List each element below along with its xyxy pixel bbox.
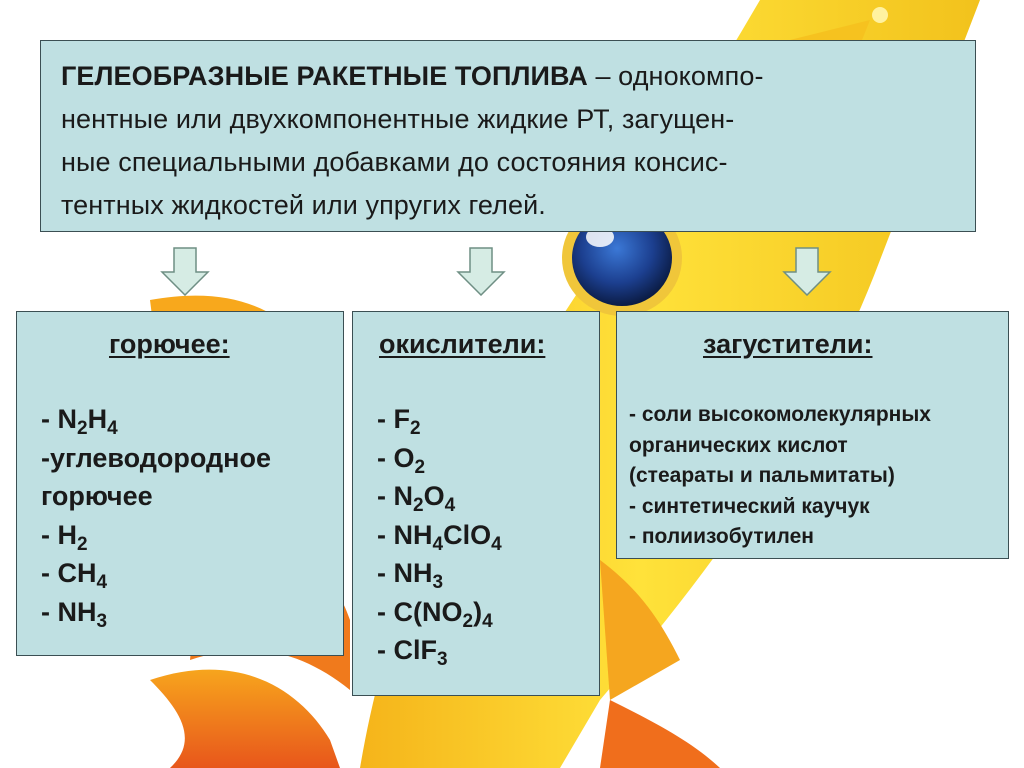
formula-text: - ClF — [377, 635, 437, 665]
list-item: - N2O4 — [377, 477, 599, 516]
list-item: - NH4ClO4 — [377, 516, 599, 555]
formula-text: ClO — [443, 519, 492, 550]
down-arrow-icon — [782, 247, 832, 296]
definition-line-3: ные специальными добавками до состояния … — [61, 147, 728, 177]
list-item: - NH3 — [41, 593, 343, 632]
formula-subscript: 2 — [414, 456, 426, 478]
formula-text: органических кислот — [629, 433, 848, 457]
formula-text: H — [87, 404, 108, 434]
formula-text: O — [423, 481, 445, 511]
thickeners-title: загустители: — [703, 329, 873, 359]
formula-subscript: 2 — [413, 495, 424, 516]
list-item: органических кислот — [629, 431, 1008, 462]
formula-text: - синтетический каучук — [629, 494, 870, 518]
formula-text: - соли высокомолекулярных — [629, 403, 931, 426]
oxidizers-list: - F2- O2- N2O4- NH4ClO4- NH3- C(NO2)4- C… — [377, 400, 599, 670]
formula-text: - CH — [41, 558, 97, 588]
list-item: -углеводородное — [41, 439, 343, 478]
definition-line-2: нентные или двухкомпонентные жидкие РТ, … — [61, 104, 735, 134]
formula-text: -углеводородное — [41, 442, 271, 473]
formula-subscript: 4 — [107, 418, 118, 439]
thickeners-box: загустители: - соли высокомолекулярных ор… — [616, 311, 1009, 559]
list-item: - соли высокомолекулярных — [629, 400, 1008, 431]
formula-subscript: 2 — [410, 418, 421, 439]
formula-text: - N — [377, 481, 413, 511]
list-item: (стеараты и пальмитаты) — [629, 461, 1008, 492]
formula-text: (стеараты и пальмитаты) — [629, 464, 895, 487]
formula-subscript: 3 — [437, 649, 448, 670]
formula-text: - NH — [377, 519, 433, 550]
fuel-title: горючее: — [109, 329, 230, 359]
formula-subscript: 4 — [432, 533, 444, 555]
list-item: - синтетический каучук — [629, 492, 1008, 523]
formula-subscript: 2 — [462, 610, 474, 632]
definition-text: ГЕЛЕОБРАЗНЫЕ РАКЕТНЫЕ ТОПЛИВА – однокомп… — [61, 55, 953, 227]
formula-text: - N — [41, 404, 77, 434]
formula-text: - F — [377, 404, 410, 434]
list-item: горючее — [41, 477, 343, 516]
formula-subscript: 4 — [482, 610, 493, 632]
list-item: - H2 — [41, 516, 343, 555]
list-item: - N2H4 — [41, 400, 343, 439]
list-item: - C(NO2)4 — [377, 593, 599, 632]
definition-line-1: – однокомпо- — [587, 61, 764, 91]
formula-subscript: 2 — [77, 418, 88, 439]
down-arrow-icon — [456, 247, 506, 296]
oxidizers-title: окислители: — [379, 329, 546, 359]
oxidizers-box: окислители: - F2- O2- N2O4- NH4ClO4- NH3… — [352, 311, 600, 696]
thickeners-list: - соли высокомолекулярных органических ки… — [629, 400, 1008, 553]
formula-text: - O — [377, 442, 415, 473]
definition-term: ГЕЛЕОБРАЗНЫЕ РАКЕТНЫЕ ТОПЛИВА — [61, 61, 588, 91]
list-item: - NH3 — [377, 554, 599, 593]
list-item: - O2 — [377, 439, 599, 478]
formula-text: - C(NO — [377, 596, 463, 627]
formula-text: - NH — [377, 558, 433, 588]
formula-text: - NH — [41, 596, 97, 627]
down-arrow-icon — [160, 247, 210, 296]
definition-box: ГЕЛЕОБРАЗНЫЕ РАКЕТНЫЕ ТОПЛИВА – однокомп… — [40, 40, 976, 232]
formula-text: - H — [41, 519, 77, 550]
formula-subscript: 4 — [96, 572, 108, 593]
definition-line-4: тентных жидкостей или упругих гелей. — [61, 190, 546, 220]
list-item: - CH4 — [41, 554, 343, 593]
formula-subscript: 3 — [432, 572, 444, 593]
list-item: - ClF3 — [377, 631, 599, 670]
list-item: - полиизобутилен — [629, 522, 1008, 553]
formula-subscript: 2 — [77, 533, 88, 555]
formula-subscript: 4 — [491, 533, 502, 555]
list-item: - F2 — [377, 400, 599, 439]
formula-text: ) — [473, 596, 483, 627]
formula-subscript: 4 — [444, 495, 456, 516]
formula-text: - полиизобутилен — [629, 525, 814, 548]
formula-subscript: 3 — [96, 610, 108, 632]
formula-text: горючее — [41, 481, 153, 511]
